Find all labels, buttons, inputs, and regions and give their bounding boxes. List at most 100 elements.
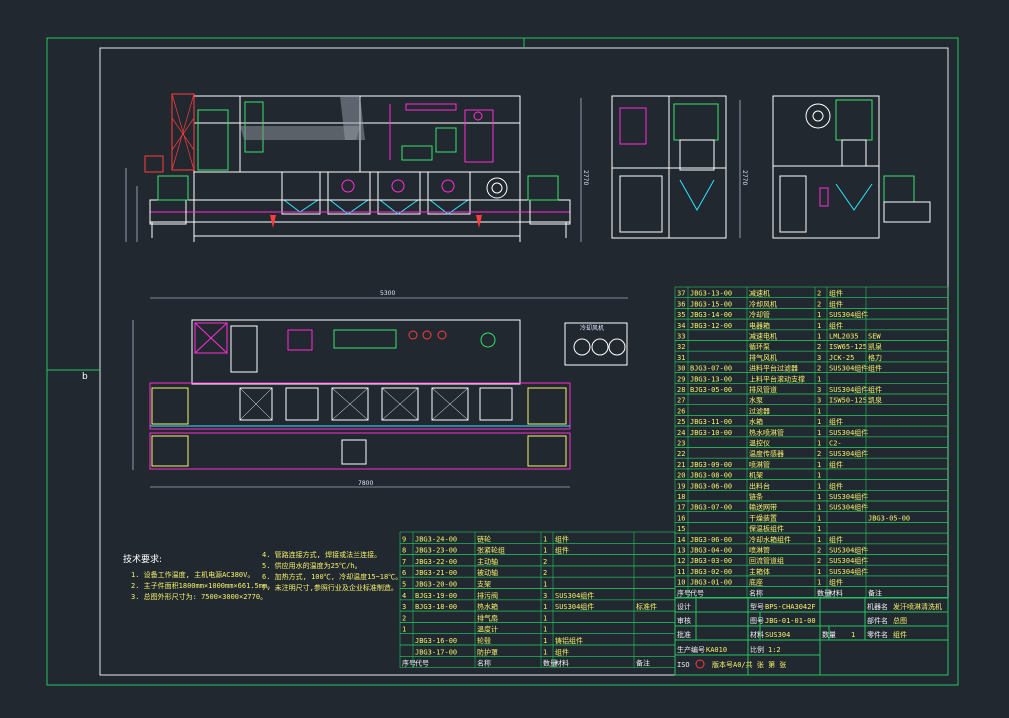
bom-right-cell-name: 上料平台滚动支撑 [749,374,805,383]
bom-right-row [674,329,949,341]
bom-right-cell-qty: 1 [817,482,821,490]
bom-right-cell-name: 循环泵 [749,342,770,351]
bom-left-cell-no: 3 [402,603,406,611]
bom-right-cell-name: 冷却水箱组件 [749,535,791,544]
bom-right-cell-name: 输送网带 [749,503,777,512]
bom-right-cell-name: 干燥装置 [749,513,777,522]
bom-left-cell-qty: 2 [543,558,547,566]
bom-left-cell-code: JBG3-24-00 [415,535,457,543]
tb-material-value: SUS304 [765,631,790,639]
side-view-left: 2770 [611,95,748,239]
bom-left-cell-name: 温度计 [477,625,498,634]
bom-right-cell-note: 凯泉 [868,342,882,351]
bom-right-cell-mat: 材料 [829,588,843,597]
tech-note-3: 3. 总图外形尺寸为: 7500×3000×2770。 [131,592,267,601]
bom-right-cell-no: 20 [677,472,685,480]
aux-unit-label: 冷却风机 [580,324,604,332]
bom-right-cell-note: 格力 [868,353,882,362]
bom-right-cell-note: JBG3-05-00 [868,514,910,522]
bom-right-cell-note: 备注 [868,588,882,597]
bom-right-row [674,393,949,405]
bom-right-cell-no: 33 [677,333,685,341]
bom-right-cell-mat: 组件 [829,321,843,330]
tb-check-label: 审核 [677,616,691,625]
bom-left-cell-code: BJG3-18-00 [415,603,457,611]
tb-scale-label: 比例 [750,645,764,654]
bom-right-cell-qty: 1 [817,333,821,341]
front-height-dim: 2770 [582,170,589,185]
bom-right-cell-qty: 2 [817,365,821,373]
bom-right-cell-code: JBG3-15-00 [690,300,732,308]
bom-right-cell-mat: SUS304组件 [829,492,868,501]
bom-right-cell-qty: 1 [817,407,821,415]
bom-right-row [674,436,949,448]
outer-frame [46,37,959,686]
bom-right-cell-qty: 1 [817,461,821,469]
bom-right-cell-code: JBG3-04-00 [690,547,732,555]
bom-right-cell-mat: SUS304组件 [829,310,868,319]
bom-right-cell-no: 19 [677,482,685,490]
bom-right-cell-no: 25 [677,418,685,426]
bom-right-cell-note: 凯泉 [868,396,882,405]
bom-right-cell-name: 链条 [749,492,763,501]
bom-right-cell-note: SEW [868,333,881,341]
bom-right-cell-no: 序号 [677,588,691,597]
bom-right-cell-name: 过滤器 [749,406,770,415]
bom-left-cell-name: 名称 [477,659,491,668]
tech-note-7: 7. 未注明尺寸,参照行业及企业标准制造。 [262,583,398,592]
bom-right-row [674,340,949,352]
tb-drawing-label: 图号 [750,617,764,625]
bom-right-cell-name: 热水喷淋管 [749,428,784,437]
bom-right-cell-code: BJG3-05-00 [690,386,732,394]
tb-material-label: 材料 [750,630,764,639]
bom-left-cell-qty: 3 [543,592,547,600]
bom-right-cell-no: 34 [677,322,685,330]
bom-left-cell-no: 1 [402,626,406,634]
tb-kind-label: 零件名 [867,630,888,639]
bom-right-cell-name: 底座 [749,578,763,587]
bom-right-cell-qty: 3 [817,386,821,394]
bom-left-cell-qty: 1 [543,614,547,622]
bom-right-cell-name: 回流管道组 [749,556,784,565]
bom-left-cell-qty: 数量 [543,659,557,668]
bom-right-cell-mat: LML2035 [829,333,859,341]
bom-right-cell-no: 18 [677,493,685,501]
bom-left-cell-code: JBG3-23-00 [415,547,457,555]
bom-right-cell-mat: SUS304组件 [829,428,868,437]
bom-right-cell-qty: 数量 [817,588,831,597]
bom-right-cell-no: 30 [677,365,685,373]
bom-right-cell-code: JBG3-13-00 [690,375,732,383]
bom-left-cell-no: 8 [402,547,406,555]
bom-right-cell-name: 电器箱 [749,321,770,330]
bom-right-cell-no: 35 [677,311,685,319]
bom-left-cell-no: 7 [402,558,406,566]
bom-right-cell-mat: 组件 [829,578,843,587]
bom-right-cell-code: JBG3-10-00 [690,429,732,437]
bom-right-cell-name: 名称 [749,588,763,597]
bom-right-cell-note: 组件 [868,385,882,394]
bom-left-cell-qty: 1 [543,603,547,611]
bom-right-cell-code: JBG3-02-00 [690,568,732,576]
bom-right-cell-qty: 1 [817,429,821,437]
bom-right-cell-name: 出料台 [749,481,770,490]
tb-model-label: 型号 [750,602,764,611]
tb-part-value: 总图 [893,616,907,625]
bom-right-cell-mat: SUS304组件 [829,364,868,373]
bom-right-cell-qty: 1 [817,514,821,522]
bom-right-cell-qty: 1 [817,418,821,426]
bom-left-cell-note: 标准件 [636,602,657,611]
bom-right-cell-no: 16 [677,514,685,522]
tb-name-label: 机器名 [867,602,888,611]
bom-right-cell-mat: 组件 [829,289,843,298]
bom-right-cell-mat: SUS304组件 [829,546,868,555]
bom-right-cell-qty: 2 [817,300,821,308]
bom-right-cell-name: 冷却风机 [749,299,777,308]
bom-left-cell-no: 9 [402,535,406,543]
bom-right-cell-mat: C2- [829,440,842,448]
bom-right-cell-code: JBG3-06-00 [690,482,732,490]
bom-right-cell-code: JBG3-11-00 [690,418,732,426]
bom-left-cell-name: 轮毂 [477,636,491,645]
bom-right-cell-no: 27 [677,397,685,405]
tb-qty-value: 1 [851,631,855,639]
bom-right-cell-mat: 组件 [829,481,843,490]
